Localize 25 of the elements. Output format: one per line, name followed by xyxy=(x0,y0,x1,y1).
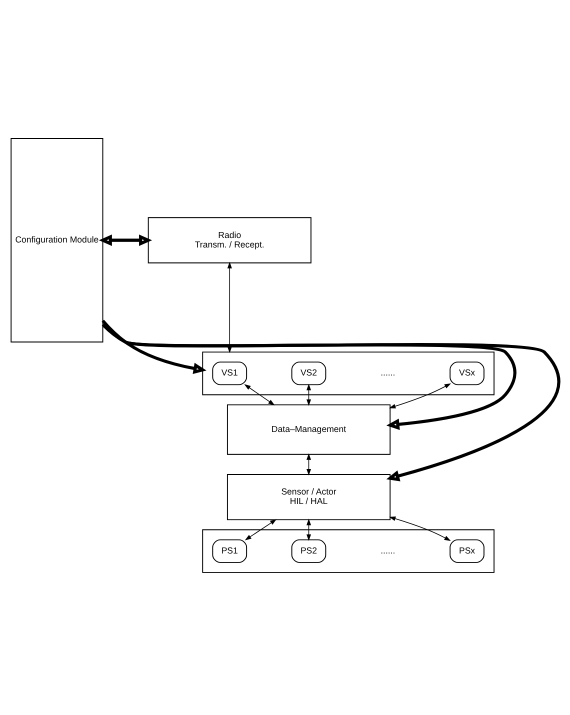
node-box: Radio Transm. / Recept. xyxy=(148,216,312,263)
arrow xyxy=(244,518,277,540)
node-box: PS1 xyxy=(212,538,248,562)
node-box: PS2 xyxy=(291,538,326,562)
arrow xyxy=(244,384,275,405)
cluster xyxy=(202,528,494,572)
arrow xyxy=(389,516,451,540)
arrow xyxy=(98,234,152,246)
arrow xyxy=(102,323,560,481)
node-box: VSx xyxy=(450,361,484,385)
node-box: Sensor / Actor HIL / HAL xyxy=(226,474,391,520)
label: ...... xyxy=(380,544,396,555)
arrow xyxy=(227,261,232,353)
arrow xyxy=(306,383,312,406)
label: ...... xyxy=(380,367,396,378)
cluster xyxy=(202,351,494,395)
node-box: Configuration Module xyxy=(10,138,104,342)
node-box: VS2 xyxy=(291,361,326,385)
node-box: PSx xyxy=(450,538,484,562)
arrow xyxy=(102,319,206,374)
node-box: Data–Management xyxy=(226,404,391,454)
arrow xyxy=(306,518,312,540)
node-box: VS1 xyxy=(212,361,248,385)
arrow xyxy=(389,382,452,408)
arrow xyxy=(306,452,312,476)
